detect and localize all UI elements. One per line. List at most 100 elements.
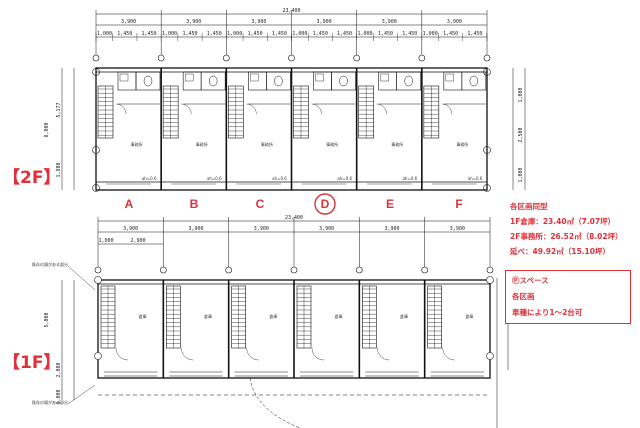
toilet-bowl-2f [404,75,413,87]
dim-2f-bay: 3,900 [186,19,201,25]
leader-line [67,384,96,405]
toilet-2f [331,71,356,91]
dim-2f-right: 1,000 [518,87,524,102]
leader-line [67,265,96,291]
dim-1f-bay: 3,900 [188,226,203,232]
toilet-2f [135,71,161,91]
dim-2f-left: 8,000 [44,122,50,137]
toilet-2f [396,71,421,91]
dim-2f-sub: 1,450 [142,31,157,37]
grid-bubble [483,54,491,62]
grid-bubble [92,54,100,62]
note-2f: ah=0.6 [142,176,157,181]
note-2f: ah=0.6 [272,176,287,181]
room-label-2f: 事務所 [456,141,468,147]
dim-2f-left: 1,800 [56,162,62,177]
toilet-bowl-2f [339,75,348,87]
area-info-2f: 2F事務所：26.52㎡（8.02坪） [510,232,623,241]
unit-label-f: F [455,197,463,211]
room-label-2f: 事務所 [261,141,273,147]
parking-line-2: 車種により1～2台可 [512,308,583,317]
door-swing-1f [311,347,325,361]
dim-2f-sub: 1,000 [227,31,242,37]
dim-1f-bay: 3,900 [450,226,465,232]
dim-2f-bay: 3,900 [251,19,266,25]
sink-2f [315,73,324,82]
toilet-bowl-2f [143,75,153,87]
door-swing-1f [115,347,129,361]
grid-bubble [353,54,360,62]
room-label-1f: 倉庫 [335,313,343,319]
dim-2f-left: 5,177 [56,102,62,117]
door-swing-2f [181,103,192,115]
dim-1f-bay: 3,900 [254,226,269,232]
dim-2f-sub: 1,000 [357,31,372,37]
sink-2f [119,73,129,82]
area-info-1f: 1F倉庫：23.40㎡（7.07坪） [510,217,616,226]
grid-bubble [418,54,426,62]
unit-label-b: B [189,197,199,211]
dim-2f-sub: 1,450 [337,31,352,37]
grid-bubble [160,266,167,274]
room-label-2f: 事務所 [196,141,208,147]
grid-bubble [223,54,230,62]
unit-label-a: A [124,197,134,211]
door-swing-1f [377,347,390,361]
dim-1f-left: 1,000 [56,389,62,404]
note-2f: ah=0.6 [207,176,222,181]
note-2f: ah=0.6 [402,176,417,181]
dim-2f-sub: 1,000 [292,31,307,37]
dim-1f-sub: 2,900 [130,238,145,244]
door-swing-2f [246,103,257,115]
toilet-2f [200,71,226,91]
parking-title: Ⓟスペース [512,276,549,285]
area-info-title: 各区画同型 [510,202,548,211]
sink-2f [250,73,259,82]
toilet-2f [461,71,487,91]
dim-2f-sub: 1,000 [97,31,112,37]
dim-1f-bay: 3,900 [123,226,138,232]
dim-2f-bay: 3,900 [121,19,136,25]
highlight-circle-unit-d [314,193,336,215]
room-label-2f: 事務所 [131,141,143,147]
toilet-bowl-2f [469,75,479,87]
door-swing-2f [376,103,387,115]
dim-2f-sub: 1,450 [207,31,222,37]
door-swing-2f [441,103,453,115]
door-swing-2f [115,103,127,115]
unit-label-d: D [320,197,330,211]
dim-2f-right: 1,000 [518,167,524,182]
grid-bubble [290,266,298,274]
floor-label-1f: 【1F】 [3,353,61,373]
room-label-2f: 事務所 [326,141,338,147]
room-label-1f: 倉庫 [139,313,147,319]
fence-annotation-bottom: 既存の塀がある部分 [32,399,68,405]
toilet-2f [266,71,291,91]
grid-bubble [356,266,363,274]
room-label-1f: 倉庫 [400,313,408,319]
door-swing-1f [246,347,259,361]
door-swing-1f [442,347,455,361]
dim-2f-sub: 1,450 [182,31,197,37]
note-2f: ah=0.6 [468,176,483,181]
driveway-arc [249,377,301,428]
area-info-total: 延べ：49.92㎡（15.10坪） [510,247,610,256]
sink-2f [184,73,194,82]
unit-label-c: C [255,197,265,211]
dim-1f-bay: 3,900 [319,226,334,232]
dim-2f-sub: 1,450 [402,31,417,37]
toilet-bowl-2f [274,75,283,87]
sink-2f [380,73,389,82]
grid-bubble [94,276,102,284]
dim-1f-sub: 1,000 [98,238,113,244]
dim-2f-bay: 3,900 [447,19,462,25]
grid-bubble [486,276,494,284]
door-swing-1f [181,347,194,361]
parking-line-1: 各区画 [512,292,535,301]
grid-bubble [94,352,102,360]
grid-bubble [486,352,494,360]
dim-2f-sub: 1,450 [313,31,328,37]
grid-bubble [157,54,165,62]
unit-label-e: E [385,197,394,211]
